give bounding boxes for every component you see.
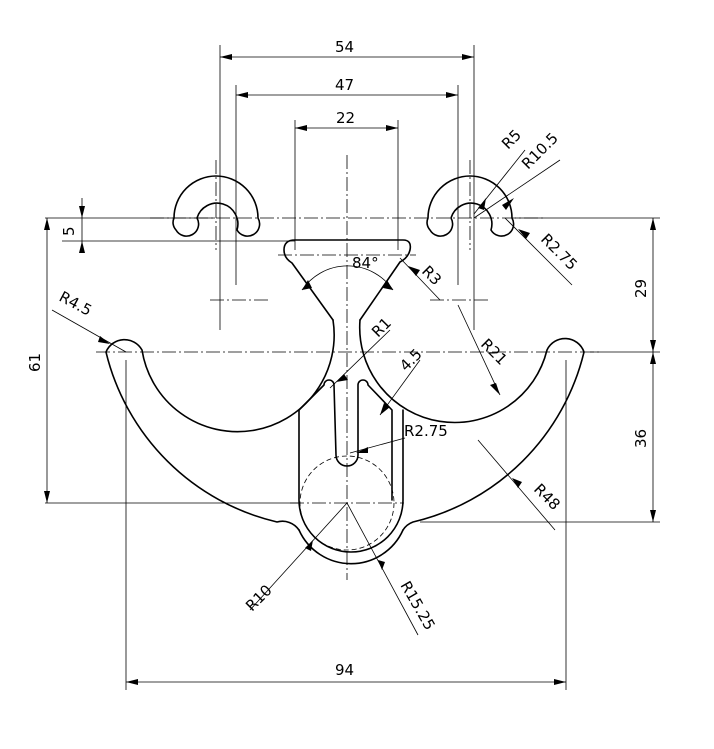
dim-5-label: 5 bbox=[60, 226, 78, 236]
angle-84-label: 84° bbox=[352, 254, 379, 272]
right-clip-outline bbox=[426, 175, 515, 237]
leader-r21 bbox=[457, 304, 501, 396]
radius-r2-75-top-label: R2.75 bbox=[537, 230, 581, 274]
dimension-labels: 54 47 22 5 61 29 36 94 84° R5 R10.5 R2.7… bbox=[26, 38, 650, 679]
dimension-lines bbox=[45, 45, 660, 690]
radius-r1-label: R1 bbox=[368, 314, 395, 341]
radius-r10-label: R10 bbox=[242, 581, 276, 615]
left-clip-outline bbox=[172, 175, 261, 237]
leader-r15-25 bbox=[346, 502, 419, 636]
left-crescent-outline bbox=[105, 319, 335, 531]
dim-47-label: 47 bbox=[335, 76, 354, 94]
leader-r3 bbox=[399, 257, 441, 301]
radius-r3-label: R3 bbox=[418, 262, 445, 289]
arrowheads bbox=[44, 54, 656, 685]
leader-r10-5 bbox=[473, 159, 561, 219]
dim-4-5-label: 4.5 bbox=[396, 345, 426, 375]
radius-r15-25-label: R15.25 bbox=[397, 578, 439, 633]
leader-r2-75-top bbox=[504, 217, 573, 286]
radius-r48-label: R48 bbox=[530, 480, 564, 514]
dim-94-label: 94 bbox=[335, 661, 354, 679]
radius-r2-75-slot-label: R2.75 bbox=[404, 422, 448, 440]
dim-29-label: 29 bbox=[632, 279, 650, 298]
dim-22-label: 22 bbox=[336, 109, 355, 127]
leader-r4-5 bbox=[51, 309, 127, 353]
leader-r10 bbox=[249, 502, 348, 611]
right-crescent-outline bbox=[358, 319, 585, 531]
centerlines bbox=[96, 155, 600, 580]
dim-61-label: 61 bbox=[26, 353, 44, 372]
bottom-bulb-outline bbox=[298, 529, 404, 565]
radius-r5-label: R5 bbox=[498, 126, 525, 153]
dim-54-label: 54 bbox=[335, 38, 354, 56]
radius-r21-label: R21 bbox=[477, 335, 511, 369]
leader-r2-75-slot bbox=[349, 437, 406, 454]
radius-r4-5-label: R4.5 bbox=[56, 288, 95, 320]
dim-36-label: 36 bbox=[632, 429, 650, 448]
